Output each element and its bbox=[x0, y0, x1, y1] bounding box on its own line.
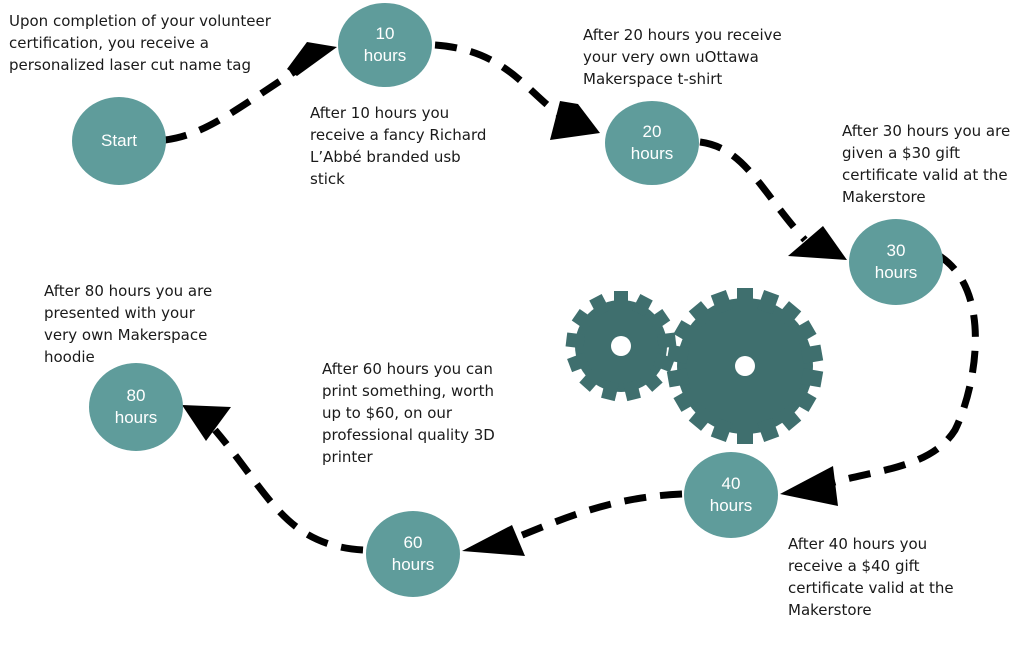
arrowhead-to-60 bbox=[462, 525, 525, 556]
start-node: Start bbox=[72, 97, 166, 185]
arrowhead-to-80 bbox=[182, 405, 231, 441]
path-20-to-30 bbox=[699, 138, 808, 243]
caption-20-hours: After 20 hours you receive your very own… bbox=[583, 26, 782, 88]
node-10-unit: hours bbox=[363, 46, 407, 65]
caption-30-hours: After 30 hours you are given a $30 gift … bbox=[842, 122, 1011, 206]
start-node-label: Start bbox=[101, 131, 137, 150]
caption-40-hours: After 40 hours you receive a $40 gift ce… bbox=[788, 535, 954, 619]
caption-80-hours: After 80 hours you are presented with yo… bbox=[44, 282, 213, 366]
small-gear-icon bbox=[565, 291, 677, 402]
path-60-to-80 bbox=[212, 427, 364, 554]
node-80-hours: 80 hours bbox=[89, 363, 183, 451]
node-40-number: 40 bbox=[721, 474, 741, 493]
node-10-number: 10 bbox=[375, 24, 395, 43]
node-60-unit: hours bbox=[391, 555, 435, 574]
arrowhead-to-10 bbox=[287, 42, 337, 76]
node-20-number: 20 bbox=[642, 122, 662, 141]
caption-start: Upon completion of your volunteer certif… bbox=[9, 12, 271, 74]
node-30-hours: 30 hours bbox=[849, 219, 943, 305]
node-40-hours: 40 hours bbox=[684, 452, 778, 538]
node-80-number: 80 bbox=[126, 386, 146, 405]
caption-10-hours: After 10 hours you receive a fancy Richa… bbox=[310, 104, 487, 188]
arrowhead-to-20 bbox=[550, 101, 600, 140]
node-60-number: 60 bbox=[403, 533, 423, 552]
node-30-number: 30 bbox=[886, 241, 906, 260]
path-10-to-20 bbox=[434, 41, 563, 118]
path-40-to-60 bbox=[513, 490, 683, 542]
node-80-unit: hours bbox=[114, 408, 158, 427]
caption-60-hours: After 60 hours you can print something, … bbox=[322, 360, 495, 466]
node-10-hours: 10 hours bbox=[338, 3, 432, 87]
node-60-hours: 60 hours bbox=[366, 511, 460, 597]
path-start-to-10 bbox=[164, 65, 302, 144]
node-20-hours: 20 hours bbox=[605, 101, 699, 185]
path-30-to-40 bbox=[823, 252, 979, 489]
node-30-unit: hours bbox=[874, 263, 918, 282]
node-40-unit: hours bbox=[709, 496, 753, 515]
arrowhead-to-30 bbox=[788, 226, 847, 260]
node-20-unit: hours bbox=[630, 144, 674, 163]
arrowhead-to-40 bbox=[780, 466, 838, 506]
large-gear-icon bbox=[666, 288, 824, 444]
